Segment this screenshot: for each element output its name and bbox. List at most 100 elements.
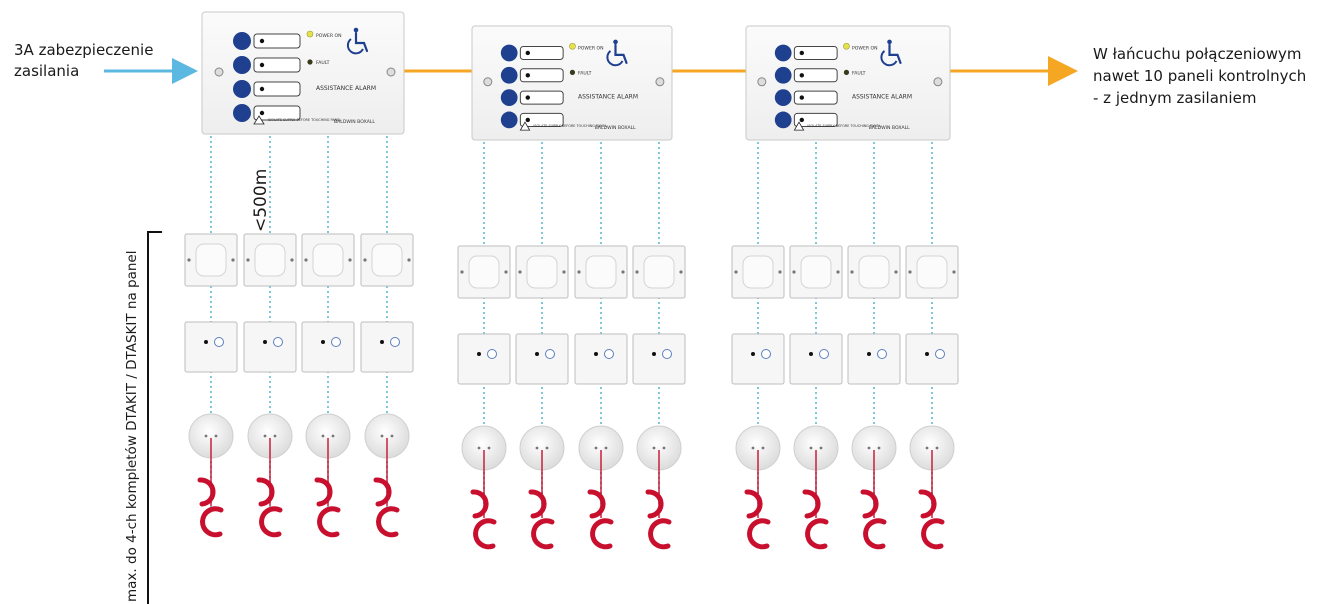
overdoor-dome [312, 243, 344, 277]
cord-handle-lower [376, 506, 400, 538]
alarm-kit-1-2 [243, 136, 297, 538]
reset-key-icon [487, 349, 497, 359]
zone-led [259, 110, 265, 116]
screw-icon [535, 446, 539, 450]
reset-key-icon [819, 349, 829, 359]
zone-led [525, 95, 530, 100]
zone-label-window [253, 81, 301, 97]
overdoor-dome [371, 243, 403, 277]
chain-label-line1: W łańcuchu połączeniowym [1093, 45, 1302, 63]
screw-icon [635, 270, 639, 274]
overdoor-dome [195, 243, 227, 277]
screw-icon [321, 434, 325, 438]
panel-title-text: ASSISTANCE ALARM [316, 85, 376, 92]
cord-handle-upper [528, 489, 547, 519]
screw-icon [751, 446, 755, 450]
reset-plate [905, 333, 959, 385]
screw-icon [390, 434, 394, 438]
screw-icon [819, 446, 823, 450]
cord-handle-lower [473, 518, 497, 550]
zone-label-window [253, 57, 301, 73]
supply-arrow [104, 58, 198, 84]
zone-led [525, 73, 530, 78]
cord-handle-lower [921, 518, 945, 550]
screw-icon [380, 434, 384, 438]
screw-icon [504, 270, 508, 274]
screw-icon [952, 270, 956, 274]
reset-key-icon [390, 337, 400, 347]
reset-key-icon [214, 337, 224, 347]
zone-led [525, 50, 530, 56]
alarm-kit-3-4 [905, 142, 959, 550]
alarm-kit-3-1 [731, 142, 785, 550]
reset-plate [632, 333, 686, 385]
reset-plate [789, 333, 843, 385]
zone-label-window [519, 90, 564, 105]
reset-led [204, 340, 208, 344]
zone-led [259, 86, 265, 92]
screw-icon [483, 77, 493, 87]
screw-icon [594, 446, 598, 450]
warning-icon [253, 115, 265, 125]
cord-handle-upper [470, 489, 489, 519]
brand-text: BALDWIN BOXALL [595, 125, 636, 131]
power-on-text: POWER ON [852, 45, 878, 51]
wheelchair-icon [346, 27, 369, 55]
zone-label-window [793, 90, 838, 105]
power-led-icon [569, 42, 576, 50]
screw-icon [662, 446, 666, 450]
bracket [147, 231, 162, 604]
power-on-text: POWER ON [578, 45, 604, 51]
cord-handle-lower [648, 518, 672, 550]
reset-led [751, 352, 755, 356]
supply-label-line2: zasilania [14, 62, 80, 80]
power-on-text: POWER ON [316, 33, 342, 39]
screw-icon [778, 270, 782, 274]
fault-text: FAULT [852, 70, 866, 76]
zone-label-window [793, 68, 838, 83]
screw-icon [734, 270, 738, 274]
alarm-kit-2-1 [457, 142, 511, 550]
reset-led [263, 340, 267, 344]
screw-icon [652, 446, 656, 450]
warning-text: ISOLATE SUPPLY BEFORE TOUCHING PANEL [807, 124, 880, 128]
panel-title-text: ASSISTANCE ALARM [578, 94, 638, 101]
reset-key-icon [935, 349, 945, 359]
reset-led [477, 352, 481, 356]
fault-text: FAULT [316, 60, 330, 66]
chain-arrow-3 [950, 56, 1078, 86]
zone-led [799, 117, 804, 123]
reset-plate [243, 321, 297, 373]
zone-led [525, 117, 530, 123]
panel-title-text: ASSISTANCE ALARM [852, 94, 912, 101]
cord-handle-lower [747, 518, 771, 550]
screw-icon [761, 446, 765, 450]
overdoor-dome [468, 255, 500, 289]
reset-key-icon [604, 349, 614, 359]
zone-button [500, 44, 518, 62]
overdoor-dome [254, 243, 286, 277]
power-led-icon [843, 42, 850, 50]
reset-led [594, 352, 598, 356]
zone-button [774, 66, 792, 84]
fault-led-icon [569, 69, 576, 75]
reset-plate [360, 321, 414, 373]
zone-button [774, 44, 792, 62]
screw-icon [655, 77, 665, 87]
power-led-icon [306, 30, 314, 38]
zone-button [233, 56, 251, 74]
chain-label-line2: nawet 10 paneli kontrolnych [1093, 67, 1307, 85]
control-panel-3: POWER ON FAULT ASSISTANCE ALARM ISOLATE SUP… [745, 25, 951, 141]
zone-button [233, 32, 251, 50]
screw-icon [836, 270, 840, 274]
reset-plate [731, 333, 785, 385]
reset-plate [515, 333, 569, 385]
reset-key-icon [877, 349, 887, 359]
screw-icon [792, 270, 796, 274]
screw-icon [187, 258, 191, 262]
zone-button [233, 104, 251, 122]
reset-led [321, 340, 325, 344]
